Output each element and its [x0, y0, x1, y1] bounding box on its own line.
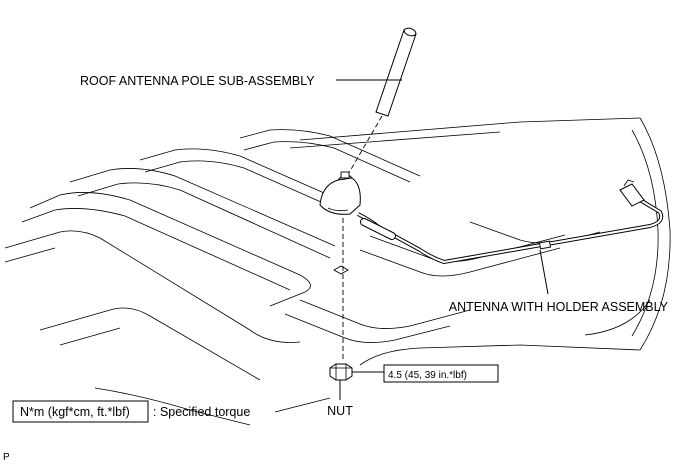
antenna-base: [319, 171, 361, 215]
pole-label: ROOF ANTENNA POLE SUB-ASSEMBLY: [80, 74, 315, 88]
torque-value-box: [383, 364, 499, 383]
holder-label: ANTENNA WITH HOLDER ASSEMBLY: [449, 300, 669, 314]
legend-description: : Specified torque: [153, 405, 250, 419]
nut: [329, 363, 353, 381]
nut-label: NUT: [327, 404, 353, 418]
legend-unit-text: N*m (kgf*cm, ft.*lbf): [20, 405, 130, 419]
torque-value: 4.5 (45, 39 in.*lbf): [388, 370, 467, 381]
antenna-cable: [357, 179, 664, 265]
legend-box: [12, 400, 149, 423]
antenna-pole: [375, 27, 417, 117]
mounting-hole: [333, 265, 349, 275]
pole-alignment-line: [345, 115, 383, 179]
leader-lines: [336, 79, 549, 400]
corner-code: P: [3, 452, 10, 463]
